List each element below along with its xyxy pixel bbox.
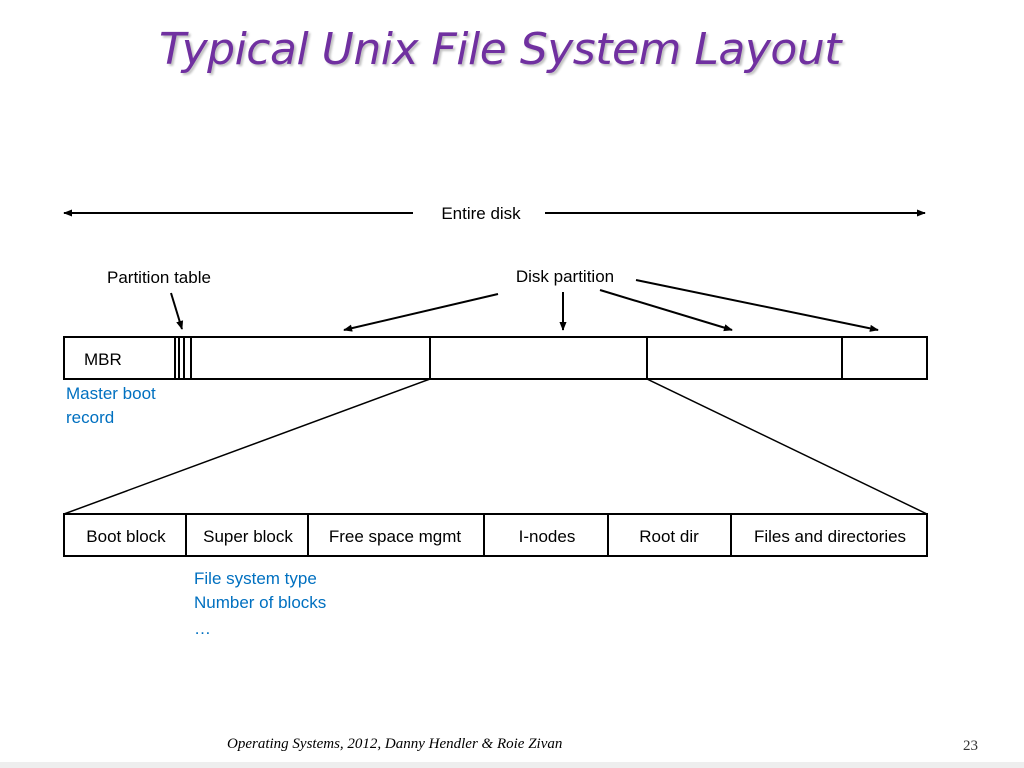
block-super: Super block [203, 527, 293, 546]
super-block-note-line-1: File system type [194, 569, 317, 588]
footer-credit: Operating Systems, 2012, Danny Hendler &… [227, 736, 563, 752]
disk-partition-arrow-4 [635, 279, 879, 332]
super-block-note-line-2: Number of blocks [194, 593, 326, 612]
disk-partition-label: Disk partition [516, 267, 614, 286]
mbr-label: MBR [84, 350, 122, 369]
entire-disk-label: Entire disk [441, 204, 521, 223]
super-block-note-line-3: … [194, 619, 211, 638]
mbr-note-line-2: record [66, 408, 114, 427]
disk-bar [63, 336, 928, 380]
block-root-dir: Root dir [639, 527, 699, 546]
slide-title: Typical Unix File System Layout [159, 24, 841, 75]
block-inodes: I-nodes [519, 527, 576, 546]
expansion-line-left [63, 378, 431, 515]
expansion-line-right [646, 378, 928, 515]
block-boot: Boot block [86, 527, 166, 546]
disk-partition-arrow-3 [599, 289, 733, 332]
partition-table-arrow [170, 292, 184, 330]
block-files-dirs: Files and directories [754, 527, 906, 546]
bottom-bar [0, 762, 1024, 768]
disk-partition-arrow-1 [343, 293, 499, 332]
partition-detail-bar [63, 513, 928, 557]
page-number: 23 [963, 738, 978, 754]
block-free-space: Free space mgmt [329, 527, 462, 546]
partition-table-label: Partition table [107, 268, 211, 287]
mbr-note-line-1: Master boot [66, 384, 156, 403]
